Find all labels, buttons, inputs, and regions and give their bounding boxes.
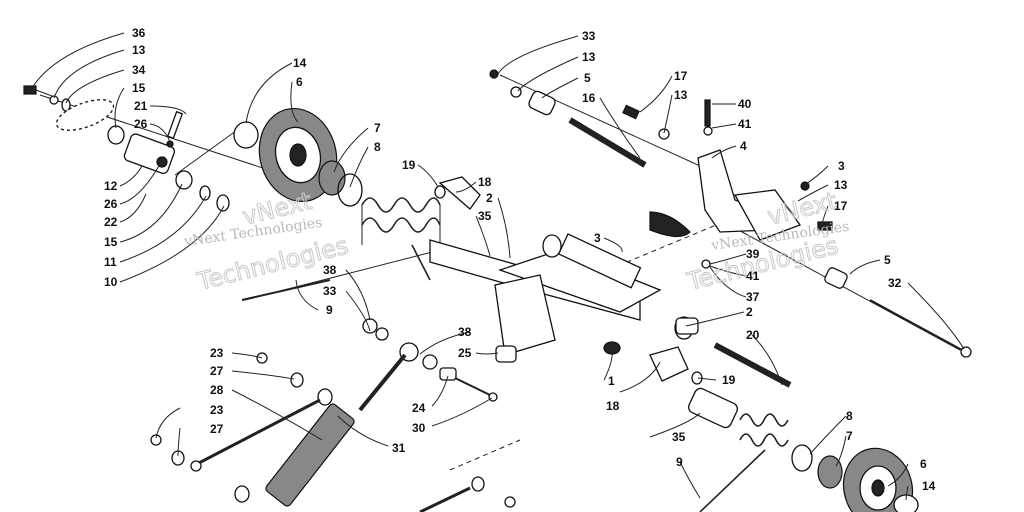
callout-label: 13 bbox=[834, 178, 848, 192]
callout-label: 2 bbox=[486, 191, 493, 205]
callout-label: 6 bbox=[296, 75, 303, 89]
callout-label: 40 bbox=[738, 97, 752, 111]
callout-label: 27 bbox=[210, 364, 224, 378]
callout-leaders bbox=[31, 32, 965, 501]
callout-label: 8 bbox=[846, 409, 853, 423]
callout-label: 33 bbox=[323, 284, 337, 298]
callout-label: 33 bbox=[582, 29, 596, 43]
callout-label: 1 bbox=[608, 374, 615, 388]
callout-label: 21 bbox=[134, 99, 148, 113]
callout-label: 37 bbox=[746, 290, 760, 304]
callout-label: 5 bbox=[584, 71, 591, 85]
callout-labels: 36 13 34 15 21 26 12 26 22 15 11 10 14 6… bbox=[104, 26, 936, 493]
callout-label: 38 bbox=[458, 325, 472, 339]
right-bracket-assembly bbox=[489, 69, 972, 358]
callout-label: 9 bbox=[326, 303, 333, 317]
callout-label: 13 bbox=[132, 43, 146, 57]
callout-label: 36 bbox=[132, 26, 146, 40]
left-bolt-stack bbox=[23, 85, 230, 212]
callout-label: 3 bbox=[838, 159, 845, 173]
callout-label: 19 bbox=[402, 158, 416, 172]
callout-label: 32 bbox=[888, 276, 902, 290]
callout-label: 39 bbox=[746, 247, 760, 261]
callout-label: 18 bbox=[478, 175, 492, 189]
callout-label: 17 bbox=[834, 199, 848, 213]
callout-label: 30 bbox=[412, 421, 426, 435]
pivot-arm-assembly bbox=[429, 176, 703, 385]
callout-label: 14 bbox=[293, 56, 307, 70]
callout-label: 17 bbox=[674, 69, 688, 83]
callout-label: 23 bbox=[210, 346, 224, 360]
callout-label: 12 bbox=[104, 179, 118, 193]
callout-label: 31 bbox=[392, 441, 406, 455]
callout-label: 24 bbox=[412, 401, 426, 415]
callout-label: 28 bbox=[210, 383, 224, 397]
callout-label: 2 bbox=[746, 305, 753, 319]
callout-label: 7 bbox=[374, 121, 381, 135]
callout-label: 4 bbox=[740, 139, 747, 153]
callout-label: 11 bbox=[104, 255, 117, 269]
callout-label: 16 bbox=[582, 91, 596, 105]
left-torsion-spring bbox=[241, 197, 441, 301]
callout-label: 20 bbox=[746, 328, 760, 342]
callout-label: 26 bbox=[134, 117, 148, 131]
callout-label: 27 bbox=[210, 422, 224, 436]
callout-label: 25 bbox=[458, 346, 472, 360]
callout-label: 5 bbox=[884, 253, 891, 267]
callout-label: 13 bbox=[582, 50, 596, 64]
callout-label: 22 bbox=[104, 215, 118, 229]
callout-label: 10 bbox=[104, 275, 118, 289]
callout-label: 15 bbox=[104, 235, 118, 249]
callout-label: 18 bbox=[606, 399, 620, 413]
callout-label: 6 bbox=[920, 457, 927, 471]
callout-label: 41 bbox=[746, 269, 760, 283]
callout-label: 15 bbox=[132, 81, 146, 95]
lower-right-assembly bbox=[675, 317, 919, 512]
callout-label: 34 bbox=[132, 63, 146, 77]
callout-label: 35 bbox=[478, 209, 492, 223]
callout-label: 23 bbox=[210, 403, 224, 417]
callout-label: 8 bbox=[374, 140, 381, 154]
callout-label: 9 bbox=[676, 455, 683, 469]
callout-label: 13 bbox=[674, 88, 688, 102]
callout-label: 26 bbox=[104, 197, 118, 211]
callout-label: 35 bbox=[672, 430, 686, 444]
callout-label: 41 bbox=[738, 117, 752, 131]
callout-label: 38 bbox=[323, 263, 337, 277]
upper-wheel-assembly bbox=[233, 107, 363, 207]
callout-label: 14 bbox=[922, 479, 936, 493]
callout-label: 7 bbox=[846, 429, 853, 443]
shock-absorber-assembly bbox=[150, 318, 516, 512]
callout-label: 19 bbox=[722, 373, 736, 387]
callout-label: 3 bbox=[594, 231, 601, 245]
